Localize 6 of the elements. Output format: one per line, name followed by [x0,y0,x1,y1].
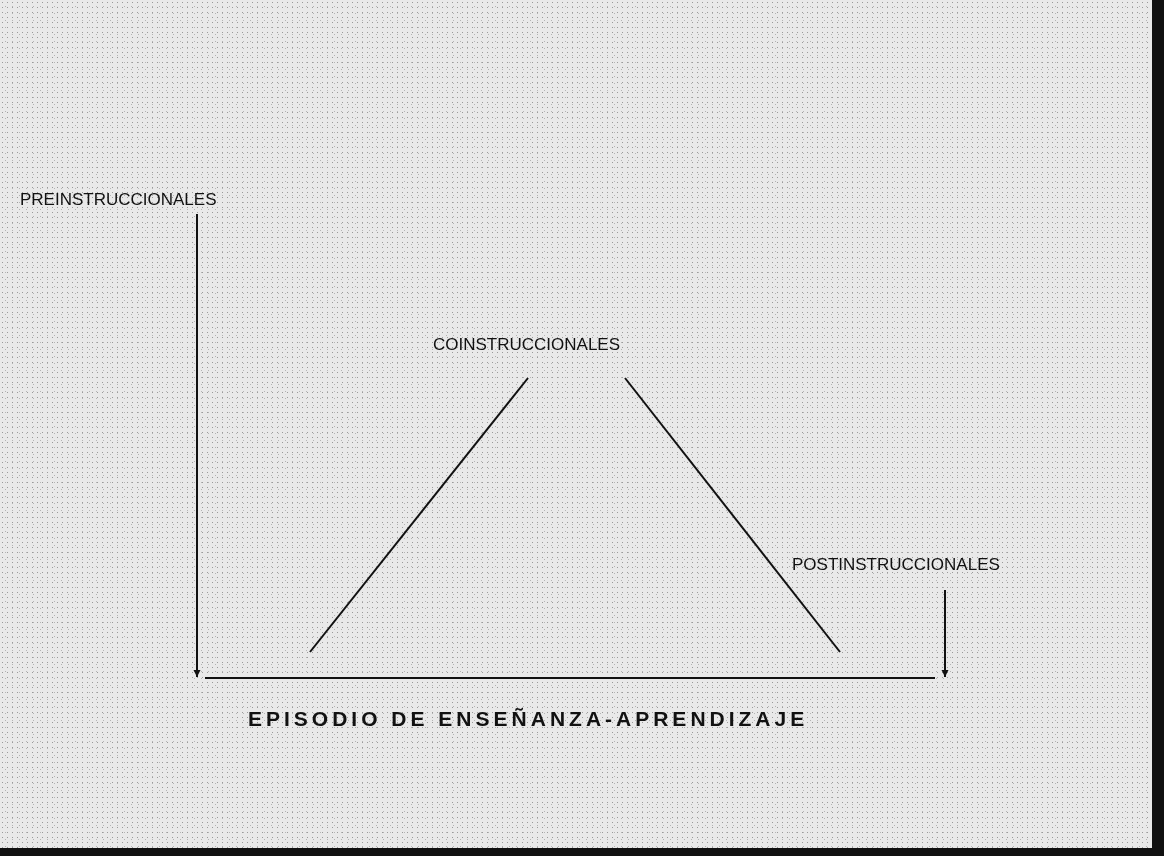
episode-title: EPISODIO DE ENSEÑANZA-APRENDIZAJE [248,707,809,731]
phase-label: POSTINSTRUCCIONALES [792,555,1000,575]
phase-label: COINSTRUCCIONALES [433,335,621,355]
arrow [193,213,201,678]
phase-label: PREINSTRUCCIONALES [20,190,217,210]
arrow [941,589,949,678]
